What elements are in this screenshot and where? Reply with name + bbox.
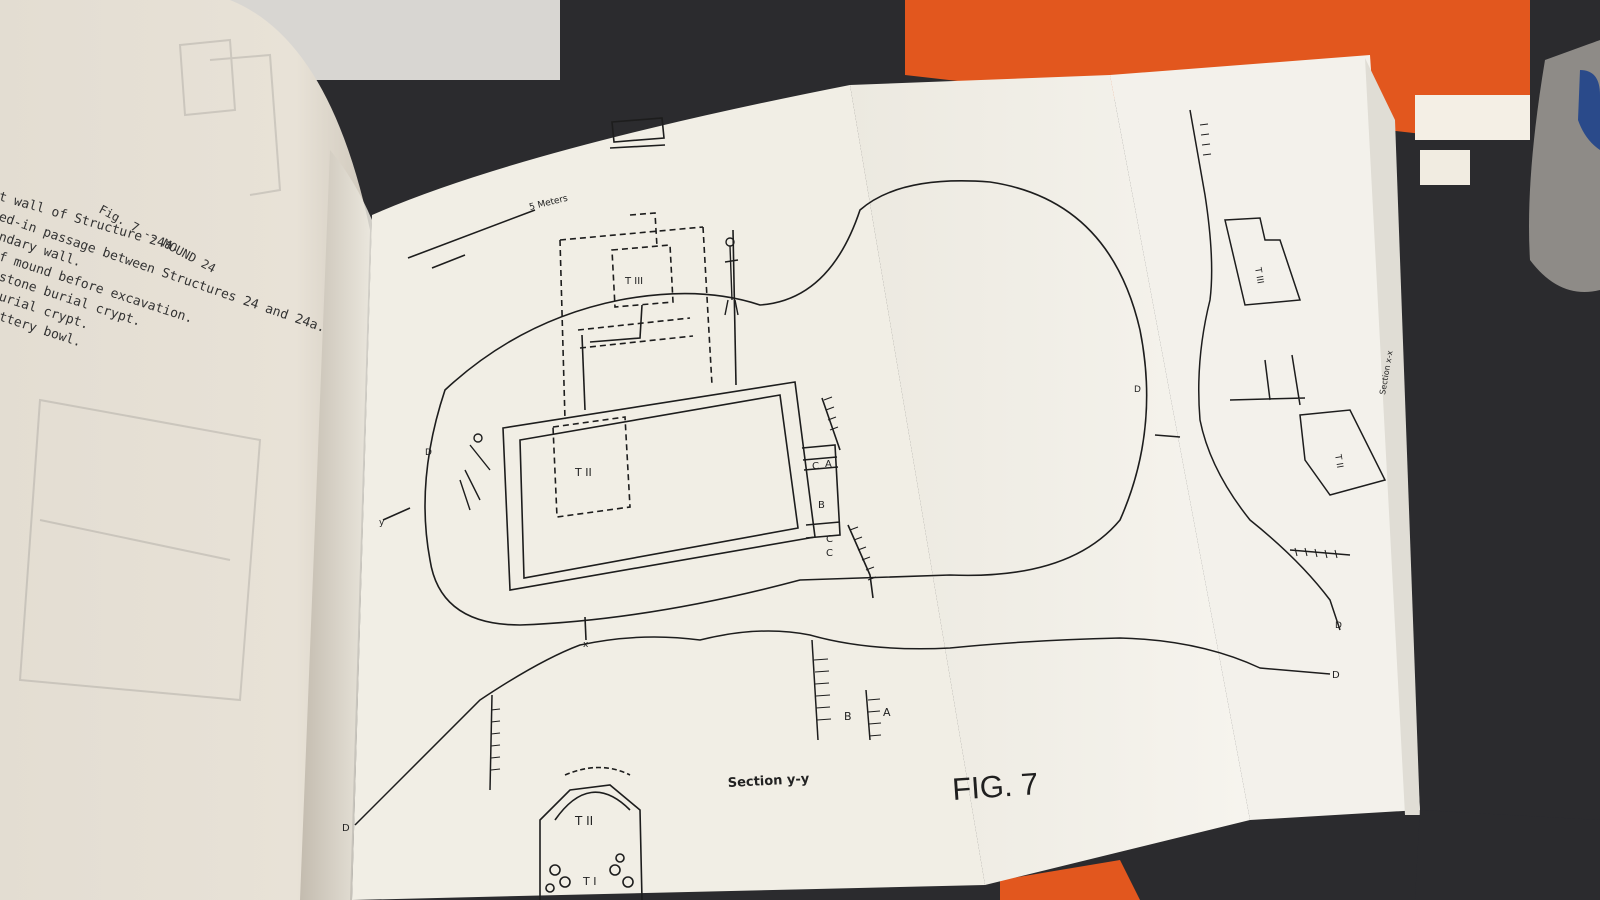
passage-line <box>559 239 566 421</box>
north-arrow-box <box>611 117 665 143</box>
tomb-section-t1-label: T I <box>582 875 596 888</box>
foldout-edge-shadow <box>1365 58 1420 815</box>
mound-contour <box>424 180 1148 626</box>
table-corner <box>1415 810 1600 900</box>
section-marker-arrow <box>584 616 587 641</box>
section-marker-d: D <box>1134 385 1141 395</box>
wall-label-c: C <box>826 534 833 545</box>
hatching <box>823 396 877 581</box>
section-xx-t2-label: T II <box>1332 453 1344 469</box>
section-marker-arrow <box>382 507 411 521</box>
y-direction-arrow <box>431 254 466 269</box>
tomb-t3-entrance <box>629 212 658 248</box>
tomb-section-outline <box>539 784 643 900</box>
structure-inner-wall <box>519 394 799 579</box>
orange-book-pages <box>1415 95 1530 140</box>
north-arrow-line <box>609 144 666 149</box>
section-xx-profile <box>1189 109 1387 631</box>
tomb-section-vault <box>554 791 631 821</box>
book-gutter <box>300 150 372 900</box>
section-marker-y: y <box>379 518 385 528</box>
tomb-section-drawing <box>539 766 643 900</box>
section-xx-t3-label: T III <box>1252 266 1265 285</box>
section-yy-wall-b <box>811 639 819 741</box>
section-yy-label-d: D <box>1332 670 1340 681</box>
passage-line <box>559 226 704 241</box>
passage-line <box>579 335 694 349</box>
orange-book-pages-lower <box>1420 150 1470 185</box>
section-yy-title: Section y-y <box>727 772 810 791</box>
wall-divider <box>802 456 838 461</box>
mound-plan <box>382 117 1181 641</box>
hatched-wall <box>821 397 874 599</box>
tomb-t3-label: T III <box>624 276 643 287</box>
section-xx-tomb-t3 <box>1224 217 1302 306</box>
section-yy-label-a: A <box>883 706 891 719</box>
foldout-panel-2 <box>850 75 1250 885</box>
tomb-t3-outline <box>611 244 674 308</box>
tomb-t2-outline <box>552 416 631 518</box>
wall-segment-group <box>801 444 841 539</box>
foldout-panel-3 <box>1110 55 1420 820</box>
passage-wall <box>581 334 586 411</box>
passage-line <box>577 317 691 331</box>
section-yy-label-b: B <box>844 710 852 723</box>
section-yy-ground-line <box>354 630 1331 826</box>
section-yy-label-d: D <box>342 823 350 834</box>
left-page-bleed-through <box>18 38 282 702</box>
wall-divider <box>803 466 839 471</box>
section-yy-profile <box>354 630 1331 826</box>
wall-divider <box>805 521 841 526</box>
section-yy-hatching <box>490 658 882 771</box>
section-yy-wall <box>489 694 493 791</box>
figure-label: FIG. 7 <box>951 766 1039 807</box>
wall-label-c: C <box>812 461 819 472</box>
tomb-section-cap <box>564 766 631 776</box>
section-marker-d: D <box>425 448 432 458</box>
section-marker-arrow <box>1154 434 1181 438</box>
section-xx-ground-line <box>1189 109 1341 631</box>
passage-arrow <box>589 304 643 343</box>
tomb-section-t2-label: T II <box>574 814 593 828</box>
scale-bar <box>407 209 536 259</box>
passage-wall <box>732 229 737 386</box>
section-xx-label-d: D <box>1335 621 1342 631</box>
left-page <box>0 0 370 900</box>
section-xx-base <box>1289 549 1351 556</box>
tomb-t2-label: T II <box>574 466 592 479</box>
passage-line <box>702 226 713 386</box>
section-marker-x: x <box>583 640 589 650</box>
section-xx-walls <box>1229 354 1306 406</box>
wall-label-c: C <box>826 548 833 559</box>
book-cover-edge <box>1000 860 1140 900</box>
tape-roll-core <box>1578 70 1600 150</box>
wall-label-b: B <box>818 500 825 511</box>
section-yy-wall-a <box>865 689 871 741</box>
wall-label-a: A <box>825 459 832 470</box>
section-xx-tomb-t2 <box>1299 409 1387 496</box>
burial-sketch-left <box>459 433 491 511</box>
burial-sketch-top <box>724 237 739 316</box>
section-xx-hatching <box>1199 123 1338 559</box>
foldout-panel-1 <box>352 85 985 900</box>
